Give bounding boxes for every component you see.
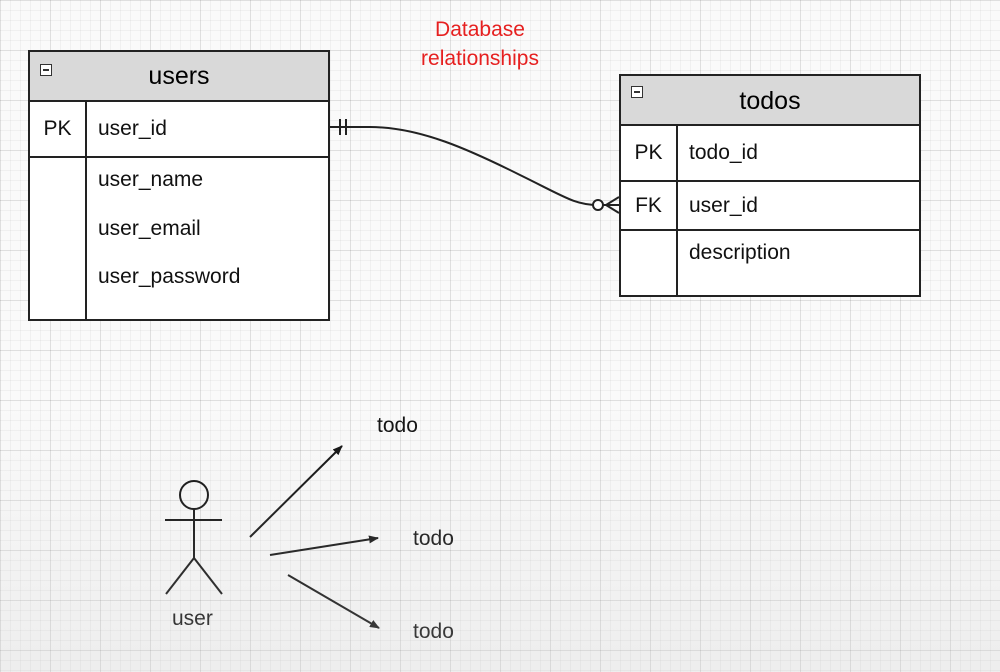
arrow: [249, 445, 343, 538]
title-line: Database: [435, 18, 525, 41]
foreign-key-field: user_id: [689, 194, 758, 217]
diagram-title: Database relationships: [380, 15, 580, 73]
actor-label: user: [172, 607, 213, 630]
key-column: [30, 158, 87, 319]
attribute-field: user_name: [98, 168, 204, 191]
title-line: relationships: [421, 47, 539, 70]
attribute-field: description: [689, 241, 791, 264]
collapse-icon[interactable]: [40, 64, 52, 76]
one-cardinality-marker: [339, 119, 347, 135]
target-label: todo: [413, 527, 454, 550]
entity-header[interactable]: users: [30, 52, 328, 102]
entity-users[interactable]: users PK user_id user_name user_email us…: [28, 50, 330, 321]
key-marker: PK: [621, 126, 678, 180]
key-marker: PK: [30, 102, 87, 156]
relationship-line[interactable]: [330, 126, 599, 206]
entity-todos[interactable]: todos PK todo_id FK user_id description: [619, 74, 921, 297]
primary-key-row[interactable]: PK user_id: [30, 102, 328, 158]
attribute-rows[interactable]: description: [621, 231, 919, 295]
entity-name: users: [148, 62, 210, 90]
arrow: [269, 535, 379, 556]
stick-figure-icon: [165, 480, 223, 595]
attribute-field: user_email: [98, 217, 201, 240]
target-label: todo: [413, 620, 454, 643]
foreign-key-row[interactable]: FK user_id: [621, 182, 919, 231]
primary-key-field: user_id: [98, 117, 167, 140]
primary-key-field: todo_id: [689, 141, 758, 164]
key-marker: FK: [621, 182, 678, 229]
many-cardinality-marker: [592, 196, 620, 214]
attribute-field: user_password: [98, 265, 241, 288]
attribute-rows[interactable]: user_name user_email user_password: [30, 158, 328, 319]
primary-key-row[interactable]: PK todo_id: [621, 126, 919, 182]
target-label: todo: [377, 414, 418, 437]
key-column: [621, 231, 678, 295]
arrow: [287, 574, 380, 629]
collapse-icon[interactable]: [631, 86, 643, 98]
entity-name: todos: [739, 87, 801, 115]
entity-header[interactable]: todos: [621, 76, 919, 126]
